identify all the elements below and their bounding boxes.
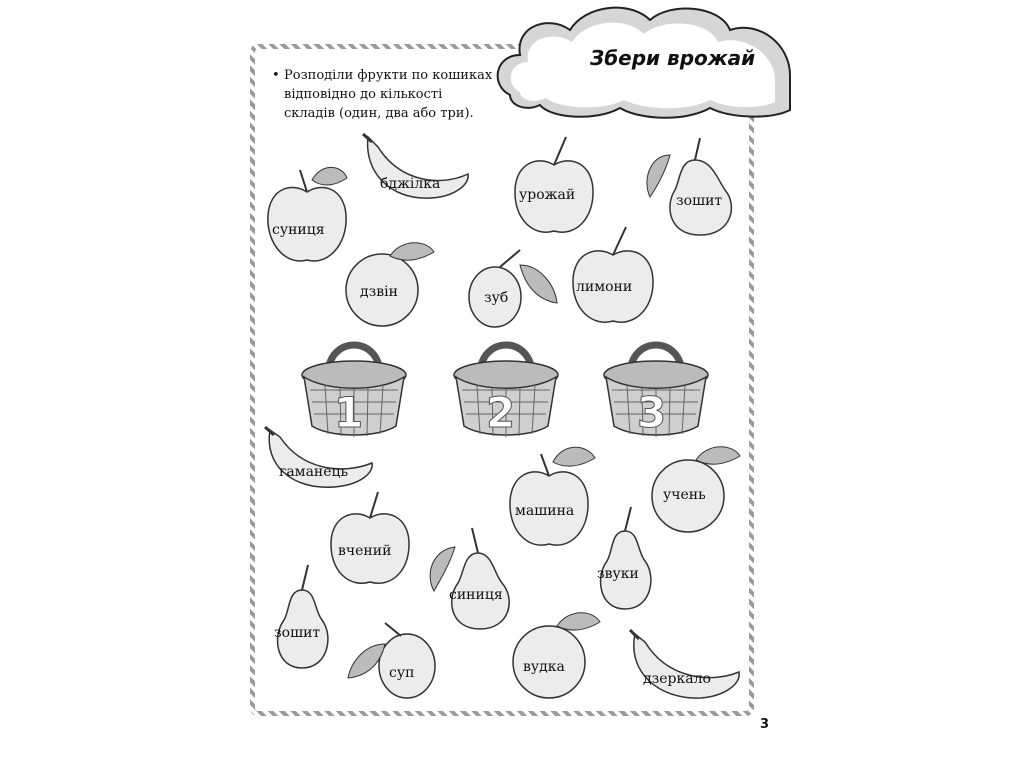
word-vudka: вудка [523,659,565,675]
orange-vudka[interactable] [507,608,602,700]
page-number: 3 [760,717,770,732]
word-sup: суп [389,665,415,681]
word-zoshyt-top: зошит [676,193,723,209]
word-synytsia: синиця [449,587,503,603]
pear-zoshyt-bottom[interactable] [262,562,342,672]
word-urozhai: урожай [519,187,576,203]
orange-dzvin[interactable] [342,238,437,328]
cloud-shape [496,6,791,119]
basket-3-number: 3 [636,388,667,438]
word-vchenyi: вчений [338,543,392,559]
banana-gamanets[interactable] [262,425,380,495]
basket-2[interactable] [452,330,560,440]
word-zoshyt-bottom: зошит [274,625,321,641]
page-title: Збери врожай [590,46,756,70]
instruction-bullet: • [272,68,280,83]
basket-3[interactable] [602,330,710,440]
word-uchen: учень [663,487,706,503]
word-lymony: лимони [576,279,633,295]
apple-mashyna[interactable] [505,440,600,552]
apple-lymony[interactable] [568,225,658,330]
word-zvuky: звуки [597,566,639,582]
pear-synytsia[interactable] [420,525,525,633]
word-dzvin: дзвін [360,284,398,300]
apple-vchenyi[interactable] [326,490,414,590]
word-gamanets: гаманець [279,464,349,480]
plum-sup[interactable] [345,620,440,702]
banana-dzerkalo[interactable] [625,628,745,703]
word-bdzhilka: бджілка [380,176,441,192]
word-zub: зуб [484,290,509,306]
instruction-body: Розподіли фрукти по кошиках відповідно д… [284,68,493,121]
basket-1[interactable] [300,330,408,440]
instruction-text: • Розподіли фрукти по кошиках відповідно… [272,66,494,123]
apple-urozhai[interactable] [510,135,598,240]
pear-zvuky[interactable] [585,505,665,613]
word-dzerkalo: дзеркало [643,671,711,687]
pear-zoshyt-top[interactable] [640,135,745,240]
plum-zub[interactable] [465,245,560,330]
basket-2-number: 2 [485,388,516,438]
word-mashyna: машина [515,503,575,519]
basket-1-number: 1 [333,388,364,438]
word-sunytsia: суниця [272,222,325,238]
banana-bdzhilka[interactable] [360,132,475,207]
orange-uchen[interactable] [648,440,743,535]
apple-sunytsia[interactable] [262,160,352,270]
